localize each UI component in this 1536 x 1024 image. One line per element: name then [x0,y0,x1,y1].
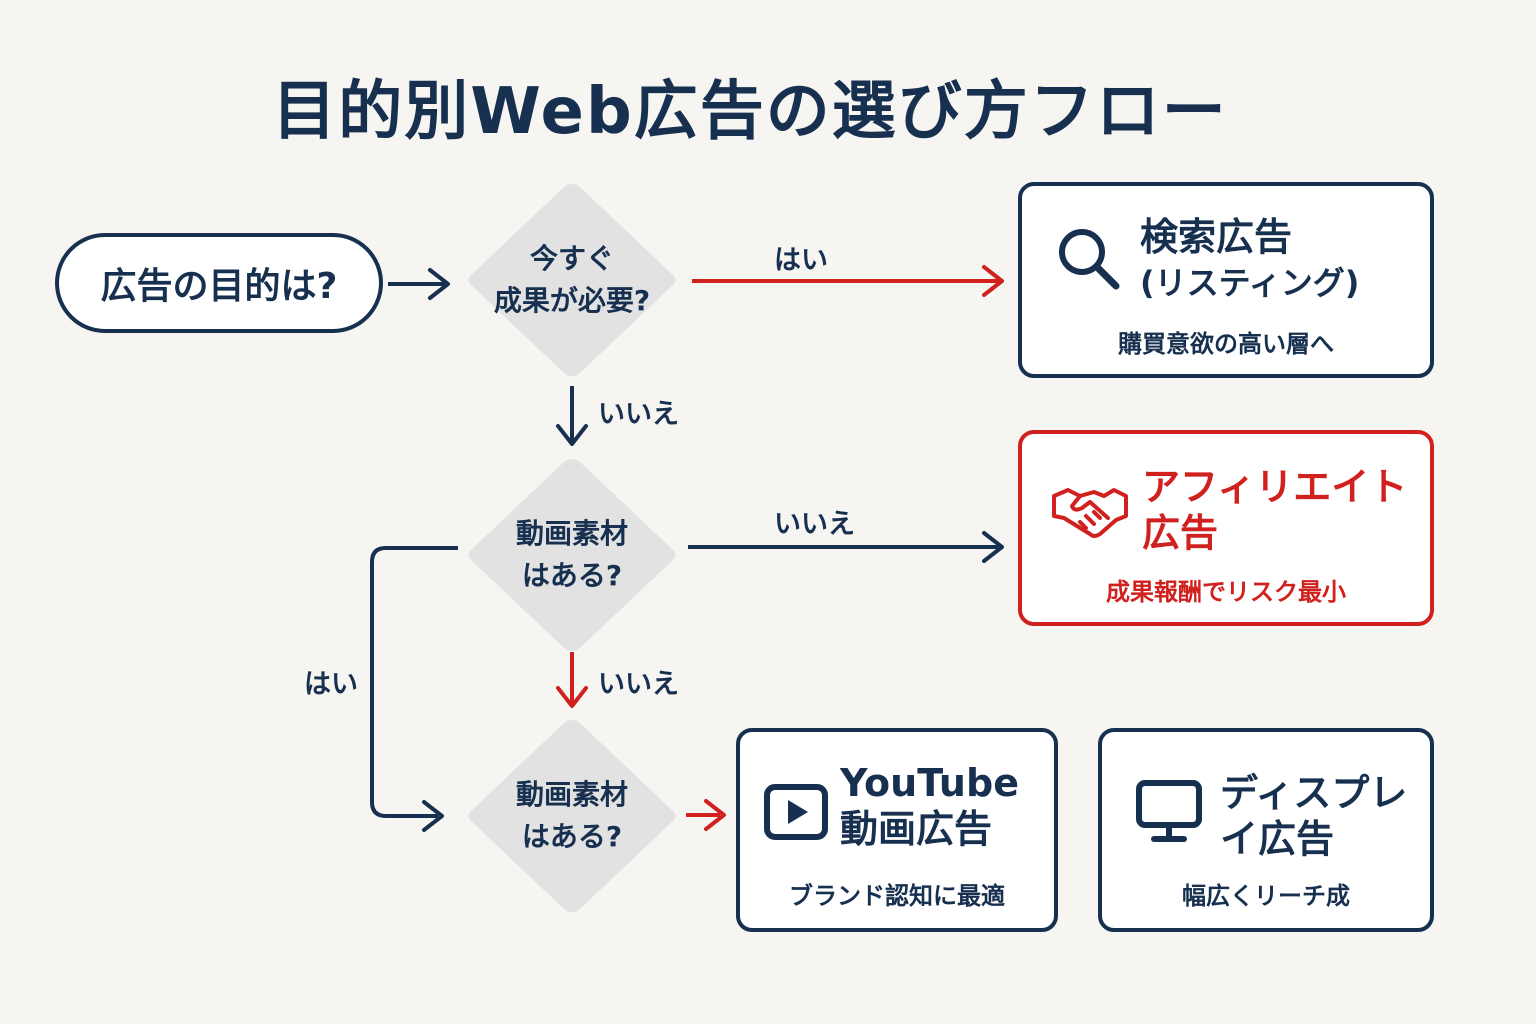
result-display-ads: ディスプレ イ広告 幅広くリーチ成 [1098,728,1434,932]
decision-immediate-results: 今すぐ 成果が必要? [462,180,682,380]
arrow-d2-to-affiliate [688,531,1004,563]
arrow-d1-to-search [692,265,1004,297]
edge-label-d2-down-no: いいえ [598,669,679,700]
decision-1-line1: 今すぐ [529,242,614,275]
result-youtube-ads: YouTube 動画広告 ブランド認知に最適 [736,728,1058,932]
diamond-shape [468,184,676,376]
search-icon [1059,229,1120,290]
decision-2-line1: 動画素材 [515,517,628,550]
diamond-shape [468,459,676,651]
youtube-title-line1: YouTube [840,761,1019,805]
display-subtitle: 幅広くリーチ成 [1182,882,1350,910]
display-title-line1: ディスプレ [1220,771,1408,815]
edge-label-d1-no: いいえ [598,399,679,430]
decision-1-line2: 成果が必要? [493,284,651,317]
result-search-ads: 検索広告 (リスティング) 購買意欲の高い層へ [1018,182,1434,378]
play-icon [764,784,828,840]
affiliate-subtitle: 成果報酬でリスク最小 [1106,578,1346,606]
diamond-shape [468,720,676,912]
handshake-icon [1052,488,1128,538]
search-title-line2: (リスティング) [1140,264,1360,302]
monitor-icon [1136,780,1202,842]
decision-2-line2: はある? [521,559,623,592]
page-title: 目的別Web広告の選び方フロー [272,75,1228,149]
youtube-title-line2: 動画広告 [840,807,993,851]
edge-label-d2-no: いいえ [774,509,855,540]
youtube-subtitle: ブランド認知に最適 [789,882,1005,910]
affiliate-title-line2: 広告 [1142,511,1219,555]
search-title-line1: 検索広告 [1140,215,1293,259]
arrow-d3-to-youtube [686,799,726,831]
edge-label-d1-yes: はい [774,245,828,276]
decision-3-line1: 動画素材 [515,778,628,811]
decision-video-assets-2: 動画素材 はある? [462,716,682,916]
start-node: 広告の目的は? [55,233,383,333]
search-subtitle: 購買意欲の高い層へ [1118,330,1334,358]
arrow-start-to-d1 [388,268,450,300]
arrow-d1-to-d2 [556,386,588,446]
decision-video-assets-1: 動画素材 はある? [462,455,682,655]
affiliate-title-line1: アフィリエイト [1142,465,1408,509]
edge-label-d2-yes: はい [304,669,358,700]
decision-3-line2: はある? [521,820,623,853]
arrow-d2-to-d3 [556,652,588,708]
result-affiliate-ads: アフィリエイト 広告 成果報酬でリスク最小 [1018,430,1434,626]
arrow-d2-yes-loop [370,546,458,832]
display-title-line2: イ広告 [1220,817,1335,861]
